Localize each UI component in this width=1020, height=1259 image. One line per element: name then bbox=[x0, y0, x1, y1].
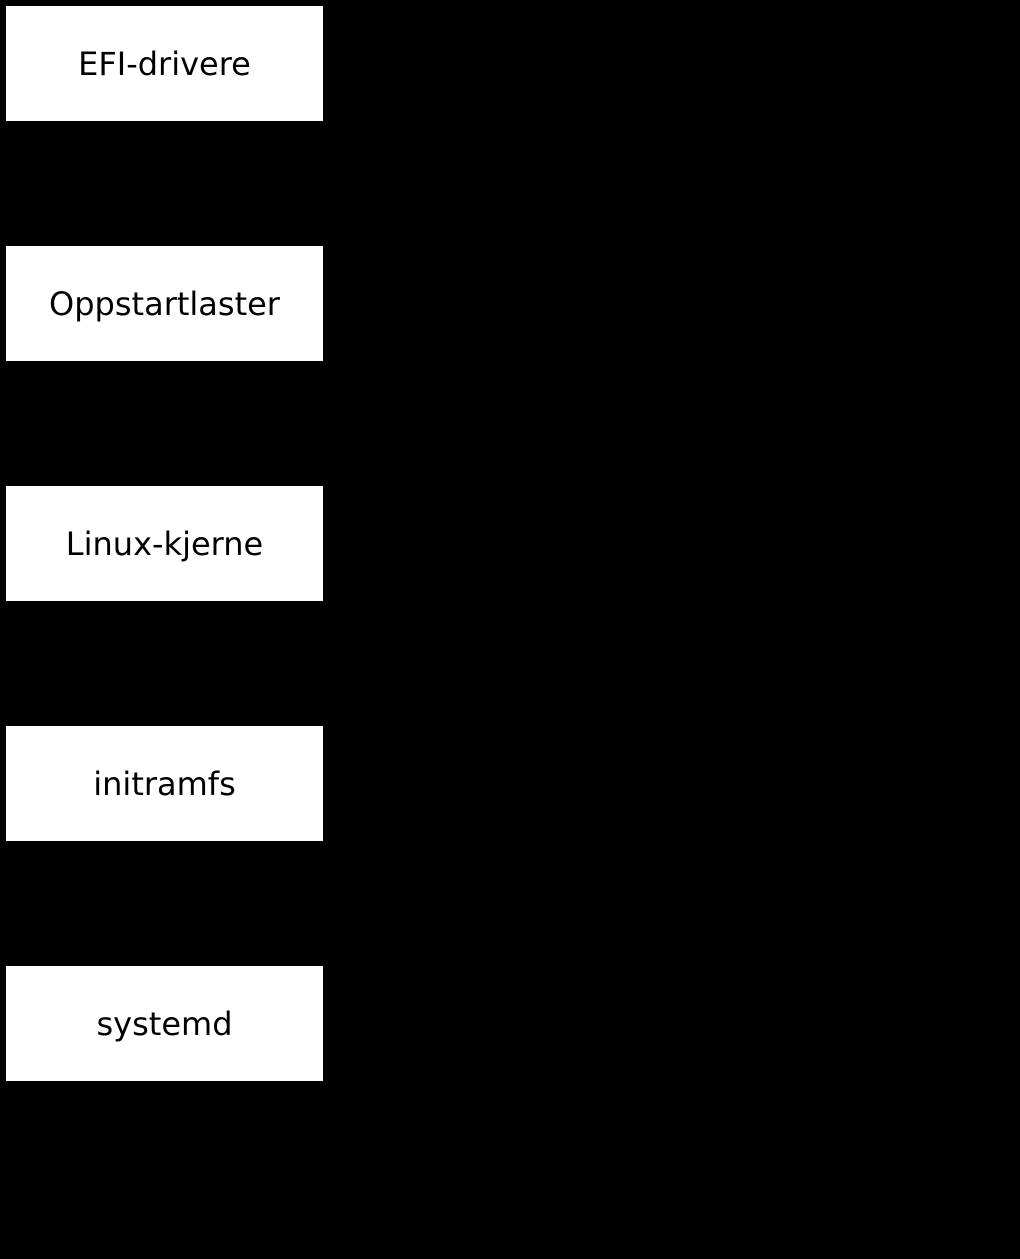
boot-stage-box-linux-kjerne[interactable]: Linux-kjerne bbox=[6, 486, 323, 601]
boot-stage-box-systemd[interactable]: systemd bbox=[6, 966, 323, 1081]
boot-stage-label: Linux-kjerne bbox=[65, 524, 264, 563]
boot-stage-list: EFI-drivere Oppstartlaster Linux-kjerne … bbox=[6, 6, 323, 1081]
boot-stage-label: EFI-drivere bbox=[78, 44, 251, 83]
boot-stage-label: systemd bbox=[96, 1004, 233, 1043]
boot-stage-label: initramfs bbox=[93, 764, 236, 803]
boot-stage-label: Oppstartlaster bbox=[49, 284, 280, 323]
boot-stage-box-efi-drivere[interactable]: EFI-drivere bbox=[6, 6, 323, 121]
boot-stage-box-oppstartlaster[interactable]: Oppstartlaster bbox=[6, 246, 323, 361]
boot-stage-box-initramfs[interactable]: initramfs bbox=[6, 726, 323, 841]
